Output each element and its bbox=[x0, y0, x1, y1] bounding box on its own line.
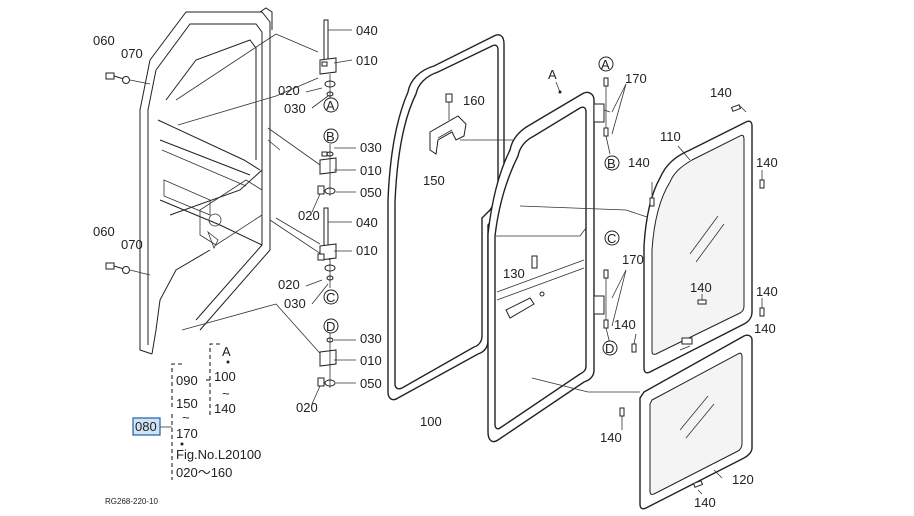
label-140-e: 140 bbox=[756, 284, 778, 299]
legend-ref-a: A bbox=[222, 344, 231, 359]
ref-d-top: D bbox=[326, 319, 335, 334]
label-140-h: 140 bbox=[600, 430, 622, 445]
legend-item-170: 170 bbox=[176, 426, 198, 441]
label-060-mid: 060 bbox=[93, 224, 115, 239]
label-100: 100 bbox=[420, 414, 442, 429]
part-labels: 060 070 060 070 040 010 020 030 030 010 … bbox=[93, 23, 778, 510]
label-010-a: 010 bbox=[356, 53, 378, 68]
label-160: 160 bbox=[463, 93, 485, 108]
label-070-mid: 070 bbox=[121, 237, 143, 252]
label-170-mid: 170 bbox=[622, 252, 644, 267]
hinge-pins-170 bbox=[603, 77, 627, 345]
bolt-060-top bbox=[105, 72, 151, 85]
label-150: 150 bbox=[423, 173, 445, 188]
label-120: 120 bbox=[732, 472, 754, 487]
label-020-a: 020 bbox=[278, 83, 300, 98]
figure-code: RG268-220-10 bbox=[105, 497, 158, 506]
highlight-080-label: 080 bbox=[135, 419, 157, 434]
ref-c-top: C bbox=[326, 290, 335, 305]
upper-glass-110 bbox=[643, 120, 753, 374]
door-a-dot bbox=[558, 90, 562, 94]
label-020-c: 020 bbox=[278, 277, 300, 292]
label-140-f: 140 bbox=[614, 317, 636, 332]
label-110: 110 bbox=[660, 129, 681, 144]
ref-d-right: D bbox=[605, 341, 614, 356]
ref-markers: A B C D A B C D A bbox=[323, 56, 620, 356]
label-030-a: 030 bbox=[284, 101, 306, 116]
label-130: 130 bbox=[503, 266, 525, 281]
label-040-top: 040 bbox=[356, 23, 378, 38]
label-140-a: 140 bbox=[710, 85, 732, 100]
label-140-i: 140 bbox=[694, 495, 716, 510]
legend-item-150: 150 bbox=[176, 396, 198, 411]
label-040-mid: 040 bbox=[356, 215, 378, 230]
door-frame bbox=[487, 91, 651, 443]
ref-b-top: B bbox=[326, 129, 335, 144]
legend-item-090: 090 bbox=[176, 373, 198, 388]
legend-fig-ref: Fig.No.L20100 bbox=[176, 447, 261, 462]
label-060-top: 060 bbox=[93, 33, 115, 48]
label-030-c: 030 bbox=[284, 296, 306, 311]
label-030-d: 030 bbox=[360, 331, 382, 346]
label-140-d: 140 bbox=[690, 280, 712, 295]
label-020-b: 020 bbox=[298, 208, 320, 223]
highlight-080-box bbox=[132, 417, 161, 436]
label-140-g: 140 bbox=[754, 321, 776, 336]
legend-range-a-start: 100 bbox=[214, 369, 236, 384]
door-a-leader bbox=[555, 81, 561, 93]
label-140-c: 140 bbox=[756, 155, 778, 170]
legend-range-tilde-b: ~ bbox=[182, 410, 190, 425]
label-050-a: 050 bbox=[360, 185, 382, 200]
label-030-b: 030 bbox=[360, 140, 382, 155]
cab-frame bbox=[139, 7, 273, 355]
label-070-top: 070 bbox=[121, 46, 143, 61]
door-seal-100 bbox=[387, 34, 505, 401]
hinge-leaders bbox=[305, 29, 356, 405]
handle-150 bbox=[429, 93, 467, 155]
assembly-legend: A 100 ~ 140 090 150 ~ 170 Fig.No.L20100 … bbox=[132, 343, 261, 480]
legend-fig-range: 020～160 bbox=[176, 465, 232, 480]
label-020-d: 020 bbox=[296, 400, 318, 415]
label-010-c: 010 bbox=[356, 243, 378, 258]
hinge-stack-lower bbox=[317, 207, 337, 388]
label-010-b: 010 bbox=[360, 163, 382, 178]
ref-a-right: A bbox=[601, 57, 610, 72]
bolt-060-mid bbox=[105, 262, 151, 276]
rubber-pieces-140 bbox=[619, 104, 765, 495]
ref-a-top: A bbox=[326, 98, 335, 113]
cab-leader-lines bbox=[175, 33, 331, 361]
legend-range-a-end: 140 bbox=[214, 401, 236, 416]
ref-b-right: B bbox=[607, 156, 616, 171]
label-010-d: 010 bbox=[360, 353, 382, 368]
label-050-b: 050 bbox=[360, 376, 382, 391]
label-140-b: 140 bbox=[628, 155, 650, 170]
label-170-top: 170 bbox=[625, 71, 647, 86]
legend-range-tilde-a: ~ bbox=[222, 386, 230, 401]
ref-a-door: A bbox=[548, 67, 557, 82]
lower-glass-120 bbox=[639, 334, 753, 510]
ref-c-right: C bbox=[607, 231, 616, 246]
